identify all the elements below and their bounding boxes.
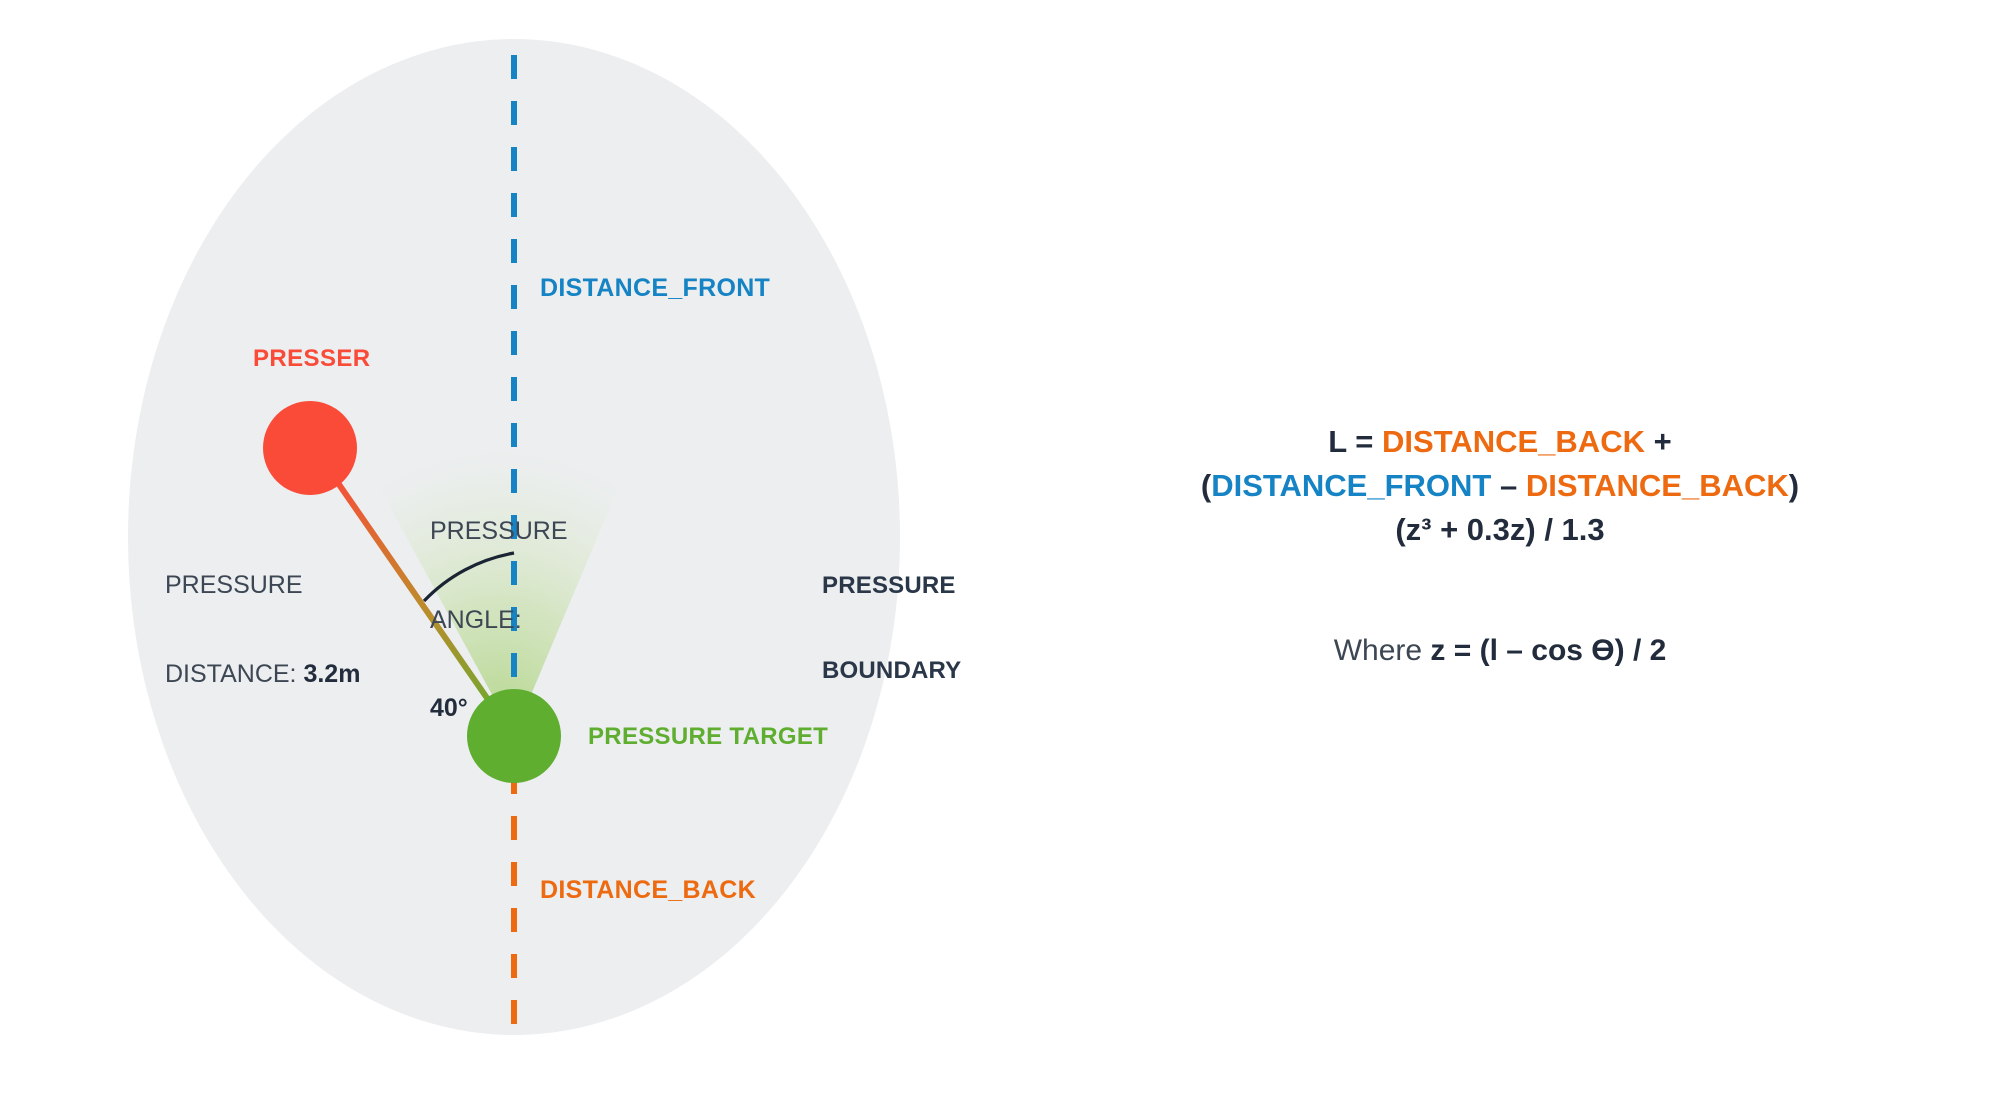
pressure-cone [371,439,627,735]
pressure-angle-line1: PRESSURE [430,517,568,545]
formula-paren-close: ) [1788,468,1800,504]
formula-lhs: L [1328,424,1347,459]
formula-term-distance-back-1: DISTANCE_BACK [1382,424,1645,459]
formula-line-2: (DISTANCE_FRONT – DISTANCE_BACK) [1130,464,1870,508]
formula-where-line: Where z = (l – cos Ө) / 2 [1130,634,1870,668]
formula-line-1: L = DISTANCE_BACK + [1130,420,1870,464]
formula-term-distance-back-2: DISTANCE_BACK [1525,468,1789,504]
pressure-boundary-label-line1: PRESSURE [822,571,956,599]
formula-term-distance-front: DISTANCE_FRONT [1211,468,1492,504]
distance-back-label: DISTANCE_BACK [540,876,756,904]
formula-where-expression: z = (l – cos Ө) / 2 [1430,634,1667,667]
pressure-angle-line2: ANGLE: [430,605,522,634]
pressure-distance-label: PRESSURE DISTANCE: 3.2m [165,512,360,748]
formula-block: L = DISTANCE_BACK + (DISTANCE_FRONT – DI… [1130,420,1870,552]
pressure-angle-arc [422,551,515,603]
pressure-distance-line1: PRESSURE [165,571,303,599]
pressure-distance-line [326,467,517,740]
formula-minus: – [1491,468,1526,504]
pressure-target-label: PRESSURE TARGET [588,723,829,750]
presser-node[interactable] [263,401,357,495]
presser-label: PRESSER [253,345,371,372]
pressure-distance-caption: DISTANCE: [165,659,304,688]
formula-equals: = [1346,424,1383,459]
distance-front-label: DISTANCE_FRONT [540,274,771,302]
pressure-target-node[interactable] [467,689,561,783]
pressure-distance-line2: DISTANCE: 3.2m [165,660,360,690]
formula-paren-open: ( [1200,468,1212,504]
pressure-distance-value: 3.2m [303,659,361,688]
formula-where-prefix: Where [1333,634,1431,667]
pressure-angle-label: PRESSURE ANGLE: 40° [430,458,568,783]
formula-plus: + [1644,424,1672,459]
pressure-boundary-label-line2: BOUNDARY [822,656,962,684]
pressure-angle-value: 40° [430,694,468,722]
formula-line-3: (z³ + 0.3z) / 1.3 [1395,512,1605,548]
pressure-boundary-label: PRESSURE BOUNDARY [822,515,961,742]
